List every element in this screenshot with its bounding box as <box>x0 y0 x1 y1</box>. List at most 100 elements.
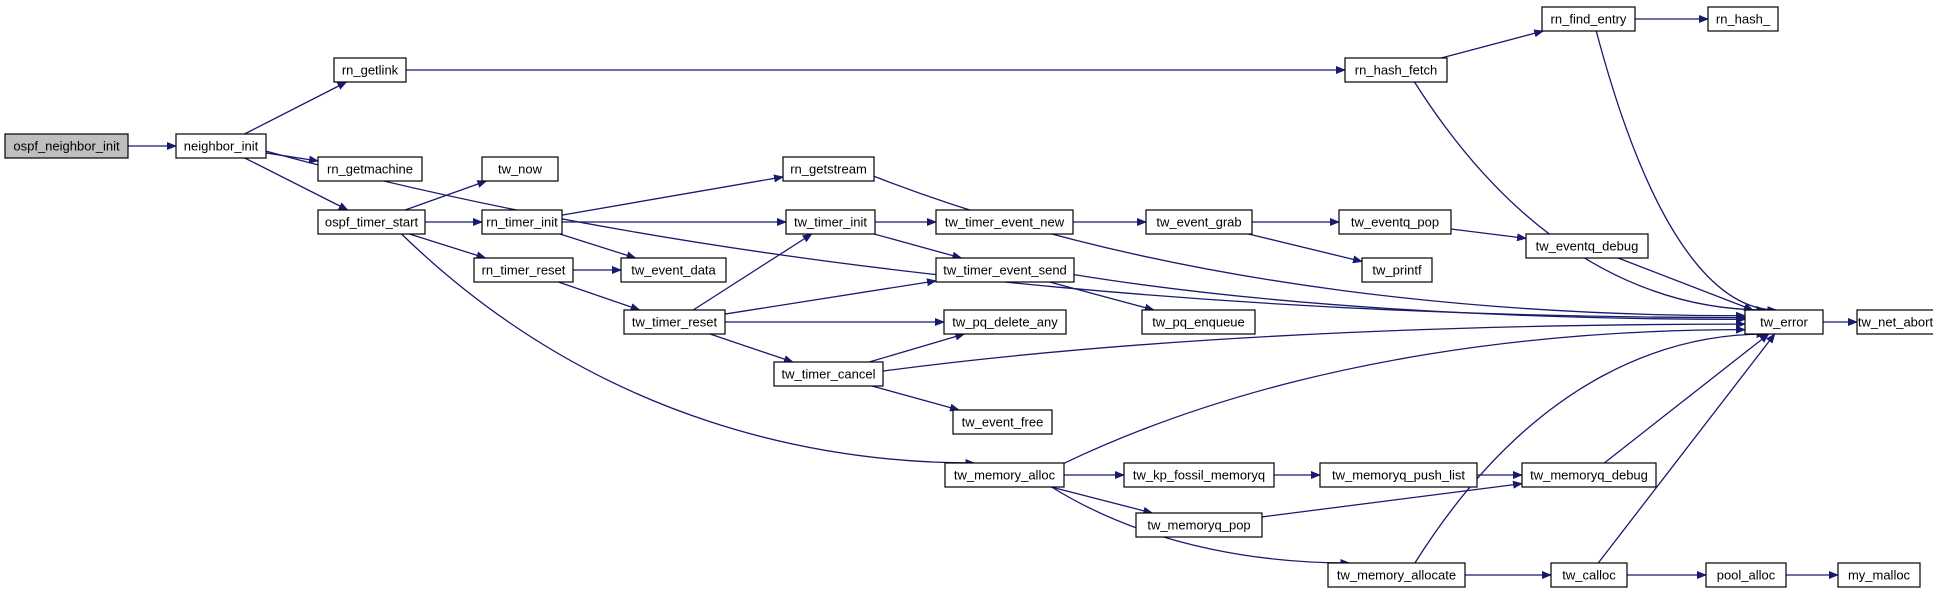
node-rn_timer_init[interactable]: rn_timer_init <box>481 209 563 235</box>
node-tw_eventq_debug[interactable]: tw_eventq_debug <box>1525 233 1649 259</box>
node-tw_timer_init[interactable]: tw_timer_init <box>785 209 876 235</box>
node-rn_hash_fetch[interactable]: rn_hash_fetch <box>1344 57 1448 83</box>
edge-line <box>871 385 960 412</box>
node-box <box>620 257 727 283</box>
node-tw_event_grab[interactable]: tw_event_grab <box>1145 209 1253 235</box>
node-tw_net_abort[interactable]: tw_net_abort <box>1856 309 1933 335</box>
edge-line <box>1597 333 1776 564</box>
node-label: pool_alloc <box>1717 568 1776 583</box>
node-my_malloc[interactable]: my_malloc <box>1837 562 1921 588</box>
node-box <box>952 409 1053 435</box>
node-label: tw_memoryq_pop <box>1147 518 1250 533</box>
node-rn_hash_[interactable]: rn_hash_ <box>1707 6 1779 32</box>
node-label: neighbor_init <box>184 139 259 154</box>
edge-line <box>873 233 963 260</box>
node-label: rn_getstream <box>790 162 867 177</box>
node-label: tw_timer_reset <box>632 315 718 330</box>
node-tw_now[interactable]: tw_now <box>481 156 559 182</box>
node-box <box>773 361 884 387</box>
edge-tw_timer_reset-to-tw_timer_init <box>692 233 813 311</box>
edge-line <box>1051 486 1351 567</box>
node-box <box>935 257 1075 283</box>
edge-ospf_timer_start-to-tw_memory_alloc <box>401 233 976 467</box>
node-tw_memoryq_push_list[interactable]: tw_memoryq_push_list <box>1319 462 1478 488</box>
edge-tw_memory_allocate-to-tw_error <box>1414 330 1767 564</box>
node-tw_event_free[interactable]: tw_event_free <box>952 409 1053 435</box>
node-box <box>1327 562 1466 588</box>
edge-line <box>1063 325 1746 464</box>
edge-line <box>1414 330 1767 564</box>
edge-line <box>1049 281 1155 312</box>
node-label: tw_now <box>498 162 543 177</box>
edge-line <box>1441 29 1545 59</box>
node-rn_getmachine[interactable]: rn_getmachine <box>317 156 423 182</box>
edge-rn_timer_init-to-rn_getstream <box>561 174 784 216</box>
node-box <box>481 156 559 182</box>
node-label: rn_getlink <box>342 63 399 78</box>
edge-line <box>559 233 637 260</box>
edge-line <box>692 233 813 311</box>
node-rn_timer_reset[interactable]: rn_timer_reset <box>473 257 574 283</box>
nodes-layer: ospf_neighbor_init neighbor_init rn_getlin… <box>4 6 1933 588</box>
node-tw_kp_fossil_memoryq[interactable]: tw_kp_fossil_memoryq <box>1123 462 1275 488</box>
node-tw_pq_delete_any[interactable]: tw_pq_delete_any <box>943 309 1067 335</box>
node-neighbor_init[interactable]: neighbor_init <box>175 133 267 159</box>
node-label: rn_hash_ <box>1716 12 1771 27</box>
node-tw_timer_event_send[interactable]: tw_timer_event_send <box>935 257 1075 283</box>
node-label: ospf_neighbor_init <box>13 139 120 154</box>
node-ospf_neighbor_init[interactable]: ospf_neighbor_init <box>4 133 129 159</box>
node-tw_event_data[interactable]: tw_event_data <box>620 257 727 283</box>
node-rn_find_entry[interactable]: rn_find_entry <box>1541 6 1636 32</box>
node-tw_eventq_pop[interactable]: tw_eventq_pop <box>1338 209 1452 235</box>
node-rn_getstream[interactable]: rn_getstream <box>782 156 875 182</box>
edge-line <box>1073 273 1746 324</box>
edge-rn_hash_fetch-to-rn_find_entry <box>1441 29 1545 59</box>
edge-tw_timer_cancel-to-tw_error <box>882 320 1746 372</box>
edge-rn_hash_fetch-to-tw_error <box>1413 81 1767 314</box>
edges-layer <box>128 15 1858 579</box>
edge-tw_memory_alloc-to-tw_memoryq_pop <box>1051 486 1154 515</box>
node-label: rn_find_entry <box>1551 12 1627 27</box>
node-tw_memoryq_debug[interactable]: tw_memoryq_debug <box>1521 462 1657 488</box>
edge-line <box>265 150 1746 322</box>
edge-tw_calloc-to-tw_error <box>1597 333 1776 564</box>
node-box <box>1338 209 1452 235</box>
node-tw_timer_event_new[interactable]: tw_timer_event_new <box>935 209 1074 235</box>
node-tw_timer_cancel[interactable]: tw_timer_cancel <box>773 361 884 387</box>
node-tw_memory_allocate[interactable]: tw_memory_allocate <box>1327 562 1466 588</box>
node-tw_memory_alloc[interactable]: tw_memory_alloc <box>944 462 1065 488</box>
node-label: tw_timer_event_send <box>943 263 1067 278</box>
node-box <box>1525 233 1649 259</box>
node-label: rn_timer_init <box>486 215 558 230</box>
node-pool_alloc[interactable]: pool_alloc <box>1705 562 1787 588</box>
node-box <box>473 257 574 283</box>
node-label: tw_eventq_pop <box>1351 215 1439 230</box>
node-label: tw_printf <box>1372 263 1422 278</box>
node-rn_getlink[interactable]: rn_getlink <box>333 57 407 83</box>
node-tw_calloc[interactable]: tw_calloc <box>1550 562 1628 588</box>
node-ospf_timer_start[interactable]: ospf_timer_start <box>317 209 426 235</box>
node-tw_pq_enqueue[interactable]: tw_pq_enqueue <box>1141 309 1256 335</box>
edge-line <box>709 333 794 363</box>
edge-line <box>1617 257 1754 311</box>
edge-rn_timer_reset-to-tw_timer_reset <box>558 281 641 311</box>
node-box <box>1344 57 1448 83</box>
node-box <box>785 209 876 235</box>
edge-tw_timer_cancel-to-tw_event_free <box>871 385 960 412</box>
edge-line <box>724 278 937 315</box>
node-tw_error[interactable]: tw_error <box>1744 309 1824 335</box>
node-tw_memoryq_pop[interactable]: tw_memoryq_pop <box>1135 512 1263 538</box>
node-label: tw_event_free <box>962 415 1044 430</box>
node-tw_timer_reset[interactable]: tw_timer_reset <box>623 309 726 335</box>
edge-tw_eventq_debug-to-tw_error <box>1617 257 1754 311</box>
node-box <box>1521 462 1657 488</box>
edge-tw_timer_event_send-to-tw_pq_enqueue <box>1049 281 1155 312</box>
edge-line <box>1603 333 1770 464</box>
node-label: tw_event_grab <box>1156 215 1241 230</box>
node-box <box>1705 562 1787 588</box>
node-tw_printf[interactable]: tw_printf <box>1361 257 1433 283</box>
edge-line <box>244 81 348 135</box>
edge-neighbor_init-to-ospf_timer_start <box>244 157 349 211</box>
node-box <box>1319 462 1478 488</box>
edge-line <box>1051 486 1154 515</box>
